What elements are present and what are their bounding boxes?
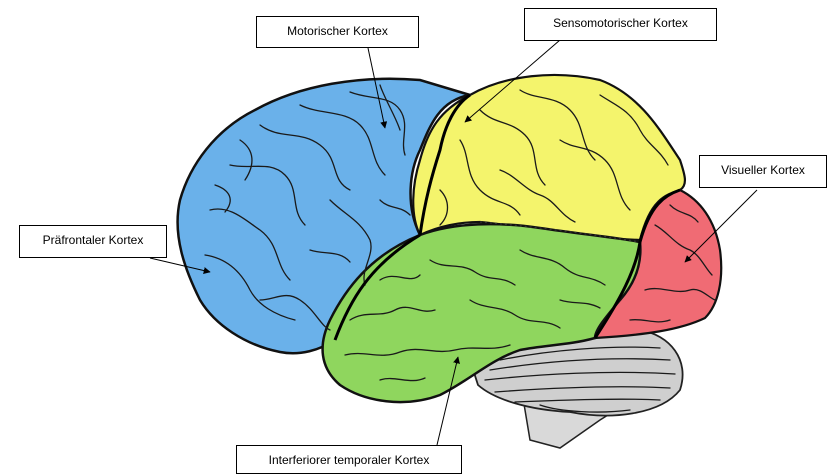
inferior-temporal-cortex-label: Interferiorer temporaler Kortex (236, 445, 462, 474)
prefrontal-cortex-label: Präfrontaler Kortex (19, 225, 167, 258)
visual-cortex-label: Visueller Kortex (699, 155, 827, 188)
motor-cortex-label: Motorischer Kortex (256, 16, 419, 48)
sensorimotor-cortex-label: Sensomotorischer Kortex (524, 8, 717, 41)
